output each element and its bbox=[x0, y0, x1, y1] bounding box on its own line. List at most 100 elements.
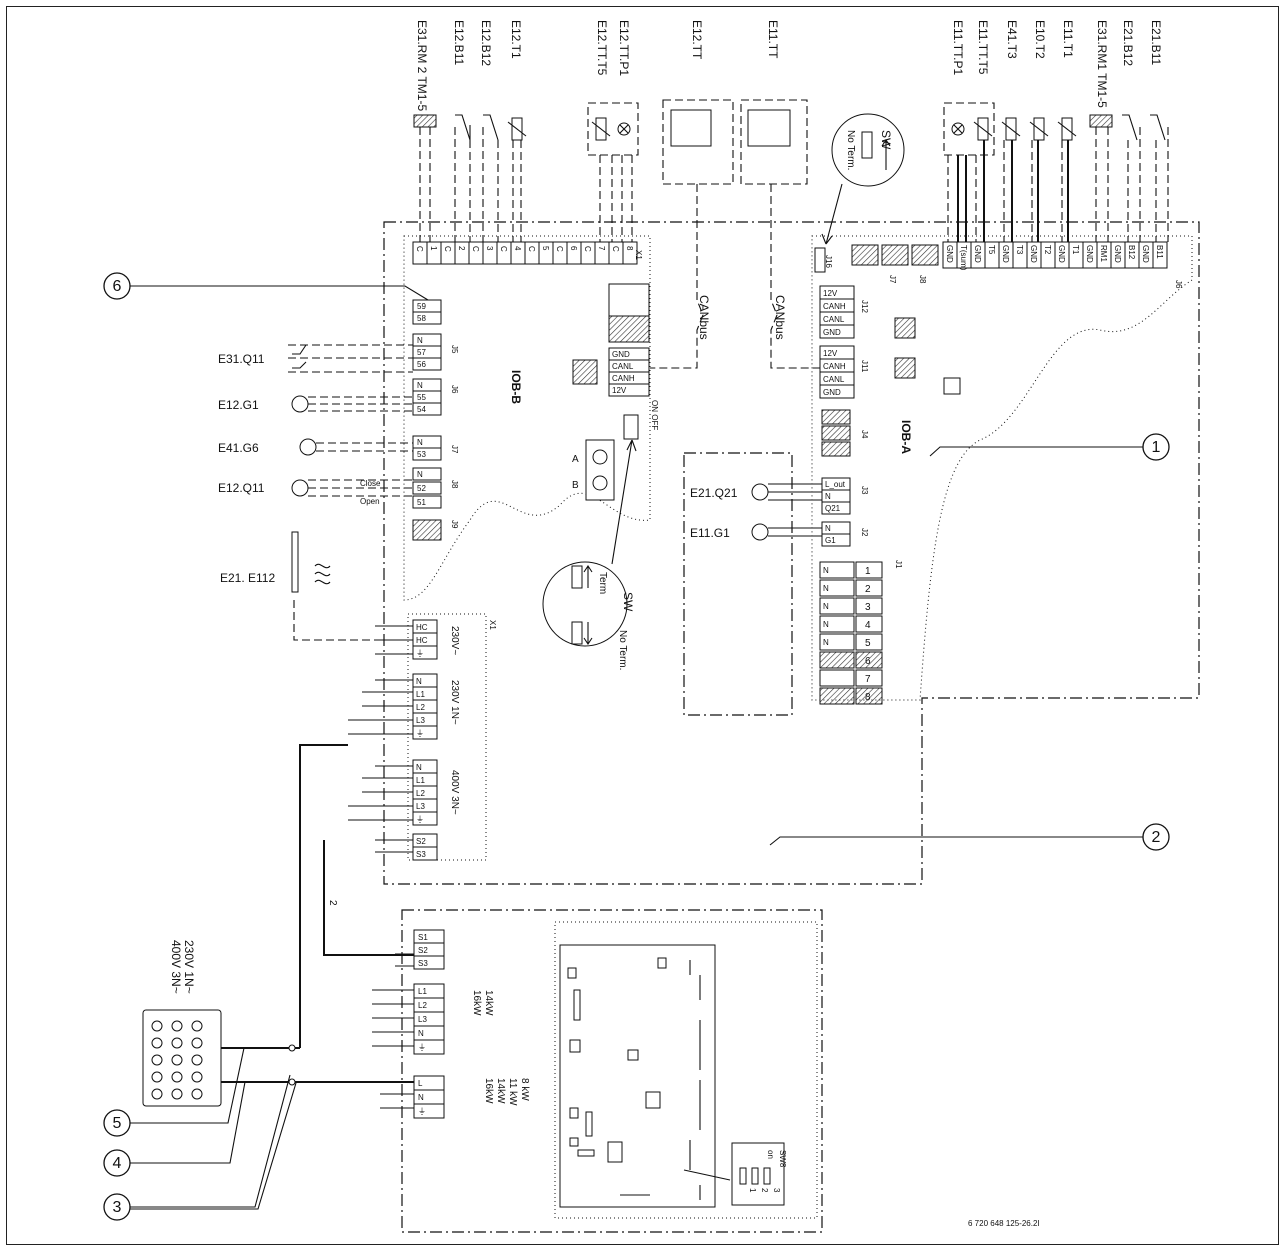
terminal-hole-icon bbox=[191, 1037, 203, 1049]
can-terminal bbox=[819, 324, 855, 339]
terminal-label: 6 bbox=[569, 246, 578, 251]
terminal-label: S1 bbox=[418, 933, 428, 942]
can-terminal-label: CANH bbox=[823, 362, 846, 371]
svg-text:SW8: SW8 bbox=[778, 1150, 787, 1168]
terminal-hole-icon bbox=[171, 1071, 183, 1083]
can-terminal-label: GND bbox=[823, 388, 841, 397]
terminal-label: ⏚ bbox=[416, 815, 424, 824]
iob-b-jumper bbox=[572, 359, 598, 385]
terminal-label: S2 bbox=[418, 946, 428, 955]
terminal-label: N bbox=[418, 1029, 424, 1038]
terminal-label: 2 bbox=[457, 246, 466, 251]
terminal-label: 1 bbox=[865, 566, 871, 577]
sensor-label: E31.RM 2 TM1-5 bbox=[415, 20, 429, 111]
terminal-label: L1 bbox=[416, 690, 425, 699]
svg-text:400V 3N~: 400V 3N~ bbox=[169, 940, 183, 994]
terminal-label: 59 bbox=[417, 302, 426, 311]
terminal bbox=[855, 651, 883, 669]
rotary-switch-icon bbox=[943, 377, 961, 395]
sw-top-detail: SW No Term. bbox=[821, 113, 905, 245]
terminal-hole-icon bbox=[171, 1088, 183, 1100]
terminal-label: 3 bbox=[865, 602, 871, 613]
sensor-label: E10.T2 bbox=[1033, 20, 1047, 59]
svg-text:16kW: 16kW bbox=[483, 1078, 494, 1104]
callout-4: 4 bbox=[103, 1081, 246, 1177]
terminal-hole-icon bbox=[171, 1037, 183, 1049]
terminal-label: N bbox=[825, 492, 831, 501]
terminal-label: 52 bbox=[417, 484, 426, 493]
terminal-label: 2 bbox=[865, 584, 871, 595]
terminal-label: 3 bbox=[485, 246, 494, 251]
diagram-frame bbox=[6, 6, 1279, 1245]
main-module-outline bbox=[383, 221, 1200, 885]
svg-text:3: 3 bbox=[772, 1188, 781, 1193]
svg-text:400V 3N~: 400V 3N~ bbox=[449, 770, 460, 815]
terminal bbox=[819, 669, 855, 687]
svg-text:11 kW: 11 kW bbox=[507, 1078, 518, 1106]
terminal-label: C bbox=[583, 246, 592, 252]
top-sensor-labels-right: E11.TT.P1 E11.TT.T5 E41.T3 E10.T2 E11.T1… bbox=[951, 20, 1163, 108]
sensor-label: E21.B11 bbox=[1149, 20, 1163, 65]
sensor-label: E11.T1 bbox=[1061, 20, 1075, 58]
terminal bbox=[412, 467, 442, 481]
terminal bbox=[413, 1039, 445, 1055]
terminal-hole-icon bbox=[171, 1054, 183, 1066]
terminal-label: ⏚ bbox=[418, 1043, 426, 1052]
terminal bbox=[819, 561, 855, 579]
callout-6: 6 bbox=[103, 272, 429, 301]
canbus-label: CANbus bbox=[697, 295, 711, 340]
e12-tt-box bbox=[662, 99, 734, 185]
terminal-label: 8 bbox=[625, 246, 634, 251]
pump-icon bbox=[291, 395, 309, 413]
sensor-label: E12.T1 bbox=[509, 20, 523, 59]
svg-text:A: A bbox=[572, 454, 579, 465]
can-terminal-label: GND bbox=[612, 350, 630, 359]
terminal-label: L_out bbox=[825, 480, 846, 489]
terminal-label: N bbox=[823, 638, 829, 647]
sensor-label: E11.TT.P1 bbox=[951, 20, 965, 75]
terminal-label: T(sum) bbox=[959, 245, 968, 271]
iob-b-ab-connector: A B bbox=[572, 439, 615, 501]
can-terminal-label: CANL bbox=[823, 315, 845, 324]
terminal bbox=[412, 725, 438, 740]
can-terminal-label: CANL bbox=[823, 375, 845, 384]
terminal bbox=[821, 533, 851, 547]
svg-text:SW: SW bbox=[621, 592, 635, 612]
terminal bbox=[412, 846, 438, 861]
can-terminal-label: 12V bbox=[823, 289, 838, 298]
terminal-label: C bbox=[527, 246, 536, 252]
terminal-label: L3 bbox=[416, 802, 425, 811]
svg-text:E12.G1: E12.G1 bbox=[218, 398, 259, 412]
terminal-label: L2 bbox=[418, 1001, 427, 1010]
svg-text:E31.Q11: E31.Q11 bbox=[218, 352, 265, 366]
terminal-label: T1 bbox=[1071, 245, 1080, 255]
terminal-label: 56 bbox=[417, 360, 426, 369]
svg-text:J4: J4 bbox=[860, 430, 869, 439]
terminal-label: N bbox=[417, 470, 423, 479]
iob-a-board-outline bbox=[811, 235, 1193, 701]
svg-text:No Term.: No Term. bbox=[617, 630, 628, 670]
terminal-label: C bbox=[555, 246, 564, 252]
terminal-label: 1 bbox=[429, 246, 438, 251]
terminal-label: 8 bbox=[865, 692, 871, 703]
terminal-label: 57 bbox=[417, 348, 426, 357]
switch-icon bbox=[483, 114, 499, 141]
iob-b-left-devices: E31.Q11 E12.G1 E41.G6 E12.Q11 Close Open… bbox=[218, 344, 413, 641]
svg-text:1: 1 bbox=[748, 1188, 757, 1193]
terminal-label: N bbox=[823, 620, 829, 629]
callout-3: 3 bbox=[103, 1074, 297, 1221]
svg-text:E12.Q11: E12.Q11 bbox=[218, 481, 265, 495]
terminal-label: HC bbox=[416, 623, 428, 632]
terminal-label: T5 bbox=[987, 245, 996, 255]
terminal bbox=[855, 633, 883, 651]
top-sensor-labels-left: E31.RM 2 TM1-5 E12.B11 E12.B12 E12.T1 E1… bbox=[415, 20, 780, 111]
terminal bbox=[622, 241, 638, 265]
terminal-label: GND bbox=[1141, 245, 1150, 263]
terminal bbox=[413, 955, 445, 970]
terminal-label: C bbox=[611, 246, 620, 252]
terminal bbox=[412, 447, 442, 461]
